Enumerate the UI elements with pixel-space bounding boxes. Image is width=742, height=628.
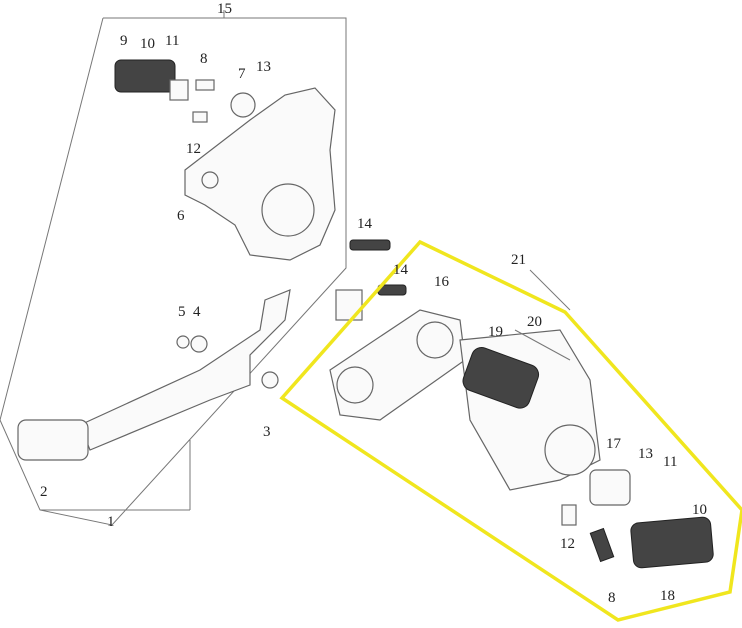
group-15-outline — [0, 17, 347, 526]
label-14: 14 — [357, 216, 373, 232]
label-19: 19 — [488, 324, 503, 340]
label-20: 20 — [527, 314, 542, 330]
label-10: 10 — [140, 36, 155, 52]
label-11: 11 — [165, 33, 179, 49]
footpeg-part-9 — [114, 59, 176, 93]
label-18: 18 — [660, 588, 675, 604]
label-16: 16 — [434, 274, 450, 290]
pivot-part-7 — [230, 92, 256, 118]
label-9: 9 — [120, 33, 128, 49]
label-6: 6 — [177, 208, 185, 224]
label-3: 3 — [263, 424, 271, 440]
label-12b: 12 — [560, 536, 575, 552]
label-1: 1 — [107, 514, 115, 530]
spring-part-3 — [261, 371, 279, 389]
label-4: 4 — [193, 304, 201, 320]
footpeg-part-18 — [630, 516, 714, 569]
label-8b: 8 — [608, 590, 616, 606]
label-21: 21 — [511, 252, 526, 268]
pivot-part-17 — [589, 469, 631, 506]
label-2: 2 — [40, 484, 48, 500]
highlight-group-21 — [279, 239, 742, 622]
label-13b: 13 — [638, 446, 653, 462]
label-5: 5 — [178, 304, 186, 320]
shift-lever-part-1 — [79, 289, 291, 451]
label-11b: 11 — [663, 454, 677, 470]
footpeg-part-19 — [462, 347, 540, 409]
label-13: 13 — [256, 59, 271, 75]
lever-rubber-part-2 — [17, 419, 89, 461]
label-17: 17 — [606, 436, 622, 452]
label-7: 7 — [238, 66, 246, 82]
bolt-part-14 — [349, 239, 391, 251]
label-15: 15 — [217, 1, 232, 17]
label-14b: 14 — [393, 262, 409, 278]
label-8: 8 — [200, 51, 208, 67]
label-12: 12 — [186, 141, 201, 157]
label-10b: 10 — [692, 502, 707, 518]
